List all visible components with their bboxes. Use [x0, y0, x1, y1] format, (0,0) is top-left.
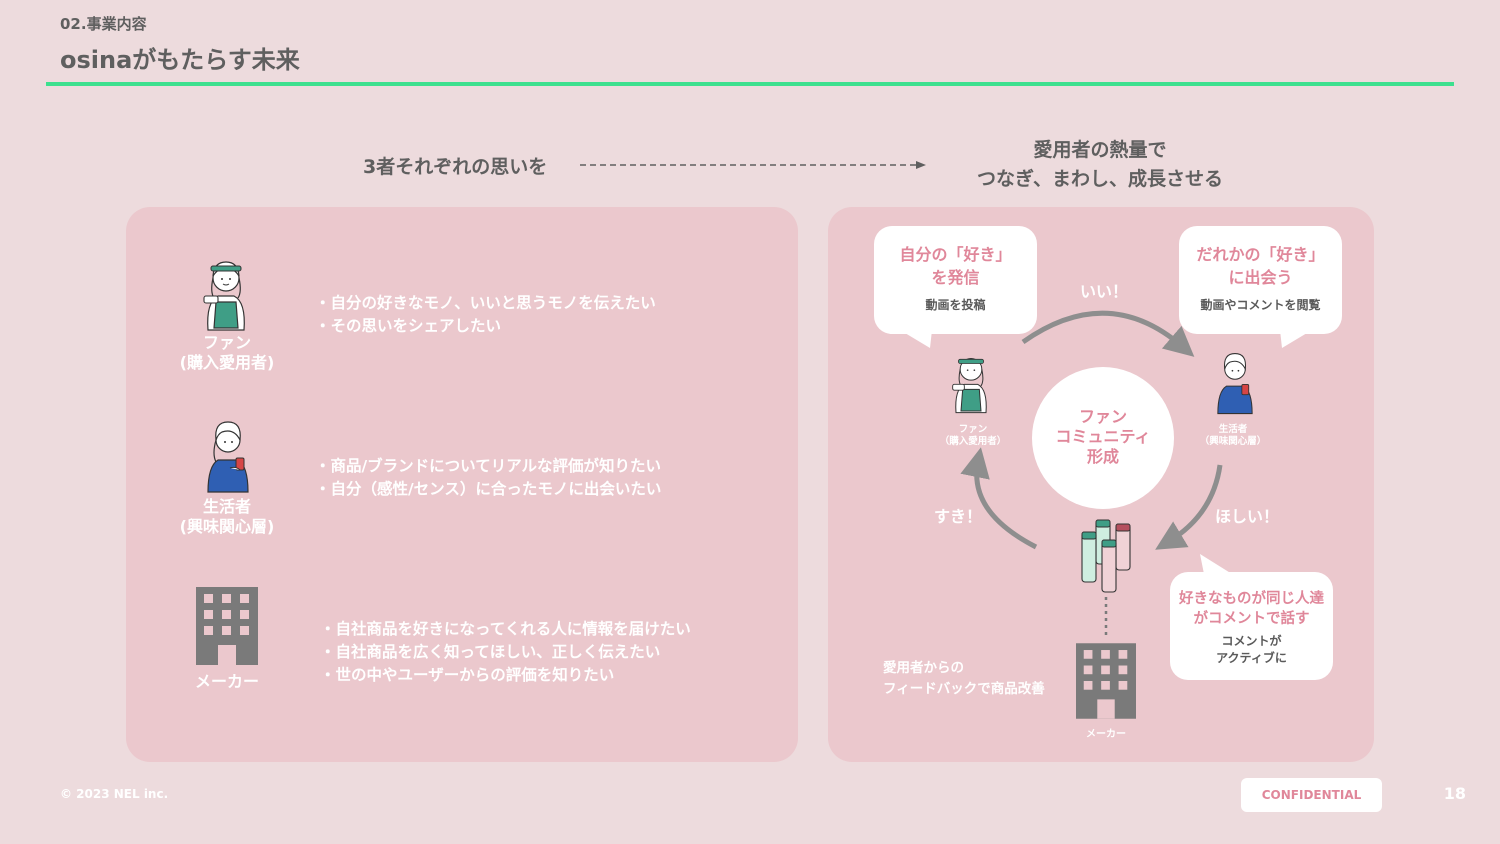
- center-line3: 形成: [1086, 447, 1119, 466]
- list-item: ・自分（感性/センス）に合ったモノに出会いたい: [315, 480, 662, 498]
- arrow-left-icon: [960, 447, 1038, 550]
- list-item: ・自分の好きなモノ、いいと思うモノを伝えたい: [315, 294, 656, 312]
- building-icon: [196, 587, 258, 665]
- bubble-comment-title1: 好きなものが同じ人達: [1179, 591, 1324, 607]
- list-item: ・世の中やユーザーからの評価を知りたい: [320, 666, 615, 684]
- consumer-small-sub: （興味関心層）: [1199, 436, 1267, 447]
- fan-small-sub: （購入愛用者）: [939, 436, 1007, 447]
- persona-consumer-sub: (興味関心層): [179, 517, 275, 536]
- confidential-badge: CONFIDENTIAL: [1241, 778, 1382, 812]
- copyright: © 2023 NEL inc.: [60, 787, 169, 801]
- list-item: ・自社商品を広く知ってほしい、正しく伝えたい: [320, 643, 661, 661]
- persona-fan-label: ファン (購入愛用者): [147, 333, 307, 373]
- fan-illustration-icon: [952, 358, 987, 414]
- lead-right-line1: 愛用者の熱量で: [1033, 139, 1167, 161]
- cycle-arrows: [960, 310, 1223, 639]
- persona-maker-bullets: ・自社商品を好きになってくれる人に情報を届けたい ・自社商品を広く知ってほしい、…: [320, 618, 691, 687]
- consumer-small-name: 生活者: [1218, 424, 1248, 435]
- fan-small-name: ファン: [958, 424, 988, 435]
- lead-left-text: 3者それぞれの思いを: [363, 156, 548, 178]
- fan-community-circle: ファン コミュニティ 形成: [1032, 367, 1174, 509]
- bubble-consumer: だれかの「好き」 に出会う 動画やコメントを閲覧: [1179, 226, 1342, 334]
- bubble-comment-sub1: コメントが: [1221, 634, 1282, 648]
- bubble-comment-sub2: アクティブに: [1216, 651, 1287, 665]
- persona-fan-bullets: ・自分の好きなモノ、いいと思うモノを伝えたい ・その思いをシェアしたい: [315, 292, 656, 338]
- building-icon: [1076, 643, 1136, 719]
- consumer-illustration-icon: [207, 421, 249, 493]
- bubble-consumer-title2: に出会う: [1228, 268, 1293, 287]
- lead-right-line2: つなぎ、まわし、成長させる: [976, 168, 1224, 190]
- bubble-comment: 好きなものが同じ人達 がコメントで話す コメントが アクティブに: [1170, 572, 1333, 680]
- bubble-fan: 自分の「好き」 を発信 動画を投稿: [874, 226, 1037, 334]
- center-line1: ファン: [1078, 407, 1127, 426]
- persona-consumer-bullets: ・商品/ブランドについてリアルな評価が知りたい ・自分（感性/センス）に合ったモ…: [315, 455, 661, 501]
- label-love: すき！: [934, 507, 983, 526]
- persona-fan-name: ファン: [202, 333, 251, 352]
- consumer-illustration-icon: [1217, 353, 1253, 415]
- page-title: osinaがもたらす未来: [60, 46, 300, 74]
- persona-consumer-name: 生活者: [202, 497, 251, 516]
- consumer-small-label: 生活者 （興味関心層）: [1183, 424, 1283, 448]
- fan-illustration-icon: [203, 261, 245, 331]
- bubble-consumer-title1: だれかの「好き」: [1196, 245, 1325, 264]
- fan-small-label: ファン （購入愛用者）: [923, 424, 1023, 448]
- persona-consumer-label: 生活者 (興味関心層): [147, 497, 307, 537]
- arrow-right-icon: [1155, 464, 1223, 550]
- bubble-tail-icon: [1200, 554, 1232, 574]
- persona-maker-label: メーカー: [147, 672, 307, 692]
- center-line2: コミュニティ: [1055, 427, 1151, 446]
- label-want: ほしい！: [1215, 507, 1280, 526]
- arrow-top-icon: [1021, 310, 1195, 357]
- persona-fan-sub: (購入愛用者): [179, 353, 275, 372]
- persona-maker-name: メーカー: [194, 672, 259, 691]
- page-number: 18: [1443, 784, 1466, 803]
- list-item: ・自社商品を好きになってくれる人に情報を届けたい: [320, 620, 691, 638]
- bubble-consumer-sub: 動画やコメントを閲覧: [1200, 298, 1321, 312]
- feedback-line2: フィードバックで商品改善: [883, 681, 1045, 697]
- feedback-text: 愛用者からの フィードバックで商品改善: [883, 658, 1045, 700]
- bubble-fan-sub: 動画を投稿: [925, 298, 986, 312]
- list-item: ・商品/ブランドについてリアルな評価が知りたい: [315, 457, 662, 475]
- section-label: 02.事業内容: [60, 15, 147, 33]
- bubble-fan-title1: 自分の「好き」: [899, 245, 1012, 264]
- title-divider: [46, 82, 1454, 86]
- lead-right-text: 愛用者の熱量で つなぎ、まわし、成長させる: [940, 136, 1260, 194]
- bubble-tail-icon: [900, 330, 932, 348]
- list-item: ・その思いをシェアしたい: [315, 317, 502, 335]
- bubble-fan-title2: を発信: [931, 268, 980, 287]
- label-good: いい！: [1080, 282, 1129, 301]
- maker-small-label: メーカー: [1086, 729, 1126, 740]
- feedback-line1: 愛用者からの: [883, 660, 964, 676]
- dashed-arrow-icon: [580, 161, 926, 169]
- bubble-comment-title2: がコメントで話す: [1193, 611, 1310, 627]
- products-icon: [1081, 519, 1131, 593]
- bubble-tail-icon: [1280, 330, 1312, 348]
